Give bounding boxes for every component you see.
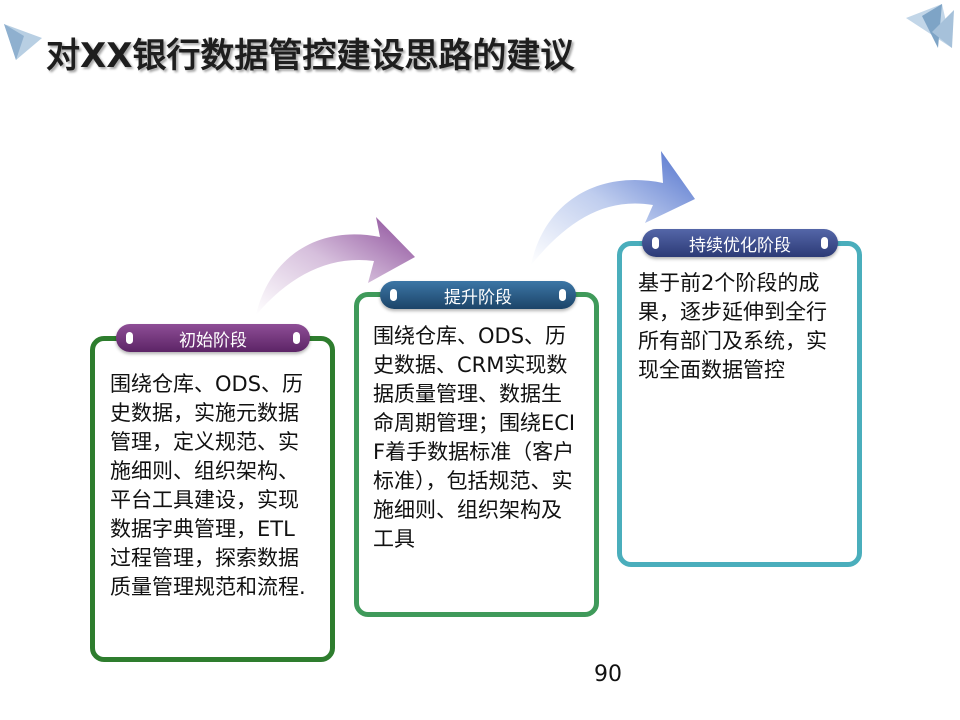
stage-label-optimize: 持续优化阶段 xyxy=(642,229,838,257)
stage-text-optimize: 基于前2个阶段的成果，逐步延伸到全行所有部门及系统，实现全面数据管控 xyxy=(638,271,827,382)
curved-arrow-icon xyxy=(531,151,695,265)
stage-text-improve: 围绕仓库、ODS、历史数据、CRM实现数据质量管理、数据生命周期管理；围绕ECI… xyxy=(373,324,576,551)
stage-card-optimize xyxy=(617,241,862,567)
stage-card-improve xyxy=(354,292,599,617)
page-title: 对XX银行数据管控建设思路的建议 xyxy=(46,36,575,76)
stage-label-initial: 初始阶段 xyxy=(116,324,310,352)
stage-label-text: 提升阶段 xyxy=(444,287,512,308)
page-number: 90 xyxy=(594,662,622,687)
corner-triangle-right-icon xyxy=(906,4,954,48)
corner-triangle-left-icon xyxy=(4,24,42,60)
stage-label-text: 持续优化阶段 xyxy=(689,235,791,256)
curved-arrow-icon xyxy=(256,217,415,315)
stage-label-improve: 提升阶段 xyxy=(380,281,576,309)
stage-text-initial: 围绕仓库、ODS、历史数据，实施元数据管理，定义规范、实施细则、组织架构、平台工… xyxy=(110,372,306,599)
stage-label-text: 初始阶段 xyxy=(179,330,247,351)
